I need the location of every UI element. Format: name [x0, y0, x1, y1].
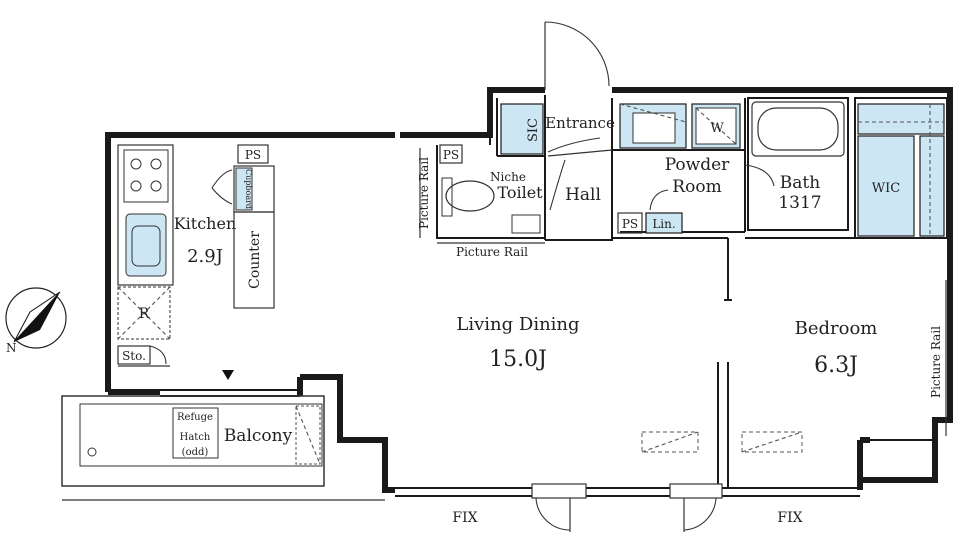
bathtub-icon [757, 107, 839, 151]
balcony-label: Balcony [224, 426, 293, 446]
kitchen-size: 2.9J [187, 246, 223, 267]
powder-label: Powder [665, 155, 730, 175]
entrance-area: SIC Entrance [500, 21, 615, 157]
ps-label-kitchen: PS [245, 148, 261, 162]
aircon-living [641, 431, 699, 453]
niche-label: Niche [490, 170, 526, 184]
kitchen-area: Kitchen 2.9J Counter Cupboard PS R Sto. [117, 144, 275, 367]
wic-area: WIC [857, 103, 945, 237]
bath-area: Bath 1317 [751, 101, 845, 213]
counter-label: Counter [247, 231, 263, 289]
aircon-bedroom [741, 431, 803, 453]
north-letter: N [6, 341, 17, 355]
sink-icon [125, 213, 167, 277]
cupboard-label: Cupboard [244, 169, 253, 209]
balcony-area: Refuge Hatch (odd) Balcony [61, 370, 385, 501]
kitchen-label: Kitchen [174, 214, 237, 233]
storage-label: Sto. [122, 349, 146, 363]
toilet-icon [445, 180, 495, 212]
picture-rail-bedroom: Picture Rail [929, 326, 943, 398]
powder-label-2: Room [672, 177, 721, 197]
refuge-hatch-box [172, 407, 219, 459]
picture-rail-toilet: Picture Rail [417, 157, 431, 229]
entrance-label: Entrance [545, 114, 615, 132]
fridge-label: R [139, 306, 150, 322]
picture-rail-hall: Picture Rail [456, 245, 528, 259]
bedroom-size: 6.3J [814, 353, 858, 378]
toilet-label: Toilet [497, 183, 543, 202]
bedroom-area: Bedroom 6.3J Picture Rail [741, 280, 947, 453]
north-arrow-icon: N [5, 287, 67, 355]
living-label: Living Dining [456, 314, 579, 335]
bottom-windows: FIX FIX [452, 483, 803, 532]
sic-label: SIC [526, 118, 541, 142]
ps-label-powder: PS [622, 217, 638, 231]
bath-size: 1317 [778, 193, 821, 213]
hall-label: Hall [565, 185, 601, 205]
refuge-label-3: (odd) [182, 447, 209, 458]
living-size: 15.0J [489, 347, 547, 372]
refuge-label-2: Hatch [180, 432, 211, 443]
ps-label-toilet: PS [443, 148, 459, 162]
bedroom-label: Bedroom [795, 318, 878, 339]
bath-label: Bath [780, 173, 820, 193]
fix-window-right: FIX [777, 510, 802, 526]
fix-window-left: FIX [452, 510, 477, 526]
refuge-label-1: Refuge [177, 412, 213, 423]
wic-label: WIC [872, 181, 900, 196]
powder-room-area: W Powder Room PS Lin. [617, 103, 775, 234]
toilet-area: PS Niche Toilet Hall Picture Rail Pictur… [417, 144, 601, 259]
aircon-unit [295, 405, 321, 465]
washer-label: W [710, 121, 724, 136]
living-dining-area: Living Dining 15.0J [456, 314, 699, 453]
stove-icon [130, 158, 162, 192]
drain-icon [87, 447, 97, 457]
linen-label: Lin. [652, 217, 675, 231]
basin-icon [632, 112, 676, 144]
interior-walls [436, 95, 950, 488]
entry-marker-icon [222, 370, 234, 380]
